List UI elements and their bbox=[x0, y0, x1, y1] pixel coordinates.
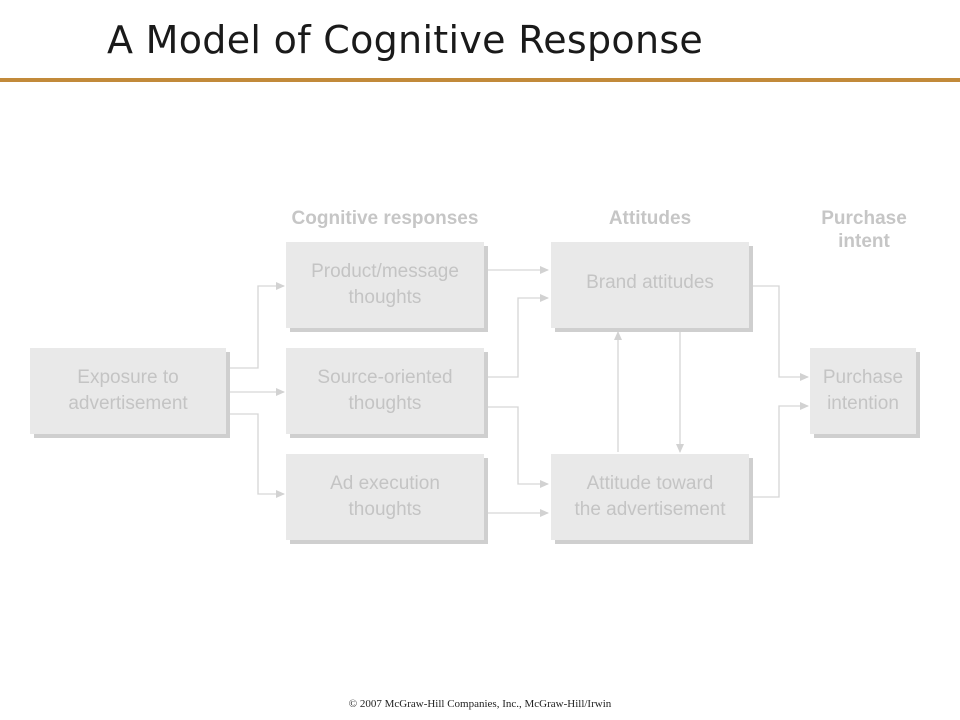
column-header-cognitive-responses: Cognitive responses bbox=[291, 208, 479, 229]
arrow-source-to-attitude-ad bbox=[488, 406, 549, 488]
copyright-footer: © 2007 McGraw-Hill Companies, Inc., McGr… bbox=[348, 698, 612, 710]
title-rule bbox=[0, 78, 960, 82]
arrow-source-to-brand bbox=[488, 294, 549, 378]
arrow-exposure-to-ad-execution bbox=[230, 413, 285, 498]
arrow-attitude-ad-to-purchase bbox=[752, 402, 809, 498]
node-brand-attitudes: Brand attitudes bbox=[551, 242, 749, 328]
column-header-purchase-intent-line1: Purchase bbox=[821, 208, 907, 229]
column-header-attitudes: Attitudes bbox=[608, 208, 692, 229]
arrow-brand-to-purchase bbox=[752, 285, 809, 381]
arrow-exposure-to-product bbox=[230, 282, 285, 369]
page-title: A Model of Cognitive Response bbox=[107, 18, 704, 62]
column-header-purchase-intent-line2: intent bbox=[838, 231, 890, 252]
column-header-purchase-intent: Purchase intent bbox=[798, 207, 930, 253]
